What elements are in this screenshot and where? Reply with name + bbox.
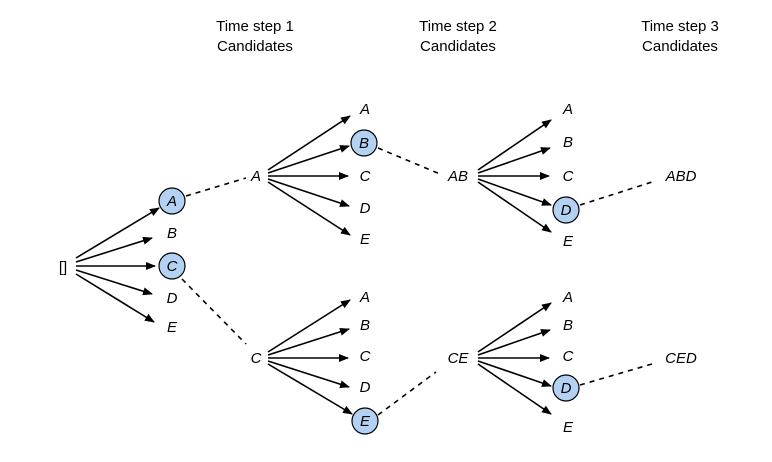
root-label: [] bbox=[59, 259, 67, 276]
step1-candidate-C: C bbox=[167, 258, 178, 275]
header-step2-line2: Candidates bbox=[420, 38, 496, 55]
arrow-C-D bbox=[267, 360, 350, 389]
step3-bottom-candidate-D: D bbox=[561, 380, 572, 397]
step1-candidates: A B C D E bbox=[158, 187, 186, 336]
arrow-A-B bbox=[267, 145, 350, 174]
root-arrows bbox=[75, 207, 160, 323]
step2-bottom-candidates: A B C D E bbox=[351, 289, 379, 435]
header-step2: Time step 2 Candidates bbox=[419, 18, 497, 55]
selected-circle bbox=[552, 196, 580, 224]
step2-top-arrows bbox=[267, 115, 351, 236]
dash-C-to-prefix bbox=[181, 278, 247, 345]
step3-bottom-candidate-A: A bbox=[562, 289, 573, 306]
selected-circle bbox=[552, 374, 580, 402]
arrow-root-D bbox=[75, 269, 153, 296]
step3-bottom-candidate-B: B bbox=[563, 317, 573, 334]
step3-top-candidate-D: D bbox=[561, 202, 572, 219]
dash-D-to-result-bottom bbox=[579, 363, 653, 386]
step2-bottom-arrows bbox=[267, 299, 353, 415]
header-step1-line1: Time step 1 bbox=[216, 18, 294, 35]
result-bottom-label: CED bbox=[665, 350, 697, 367]
arrow-CE-A bbox=[477, 302, 552, 353]
step3-top-candidate-C: C bbox=[563, 168, 574, 185]
step2-top-candidates: A B C D E bbox=[350, 101, 378, 248]
arrow-C-E bbox=[267, 363, 353, 415]
header-step1-line2: Candidates bbox=[217, 38, 293, 55]
dash-B-to-prefix bbox=[377, 147, 441, 175]
arrow-CE-D bbox=[477, 360, 552, 387]
arrow-CE-E bbox=[477, 363, 552, 415]
step1-candidate-D: D bbox=[167, 290, 178, 307]
step3-top-candidates: A B C D E bbox=[552, 101, 580, 250]
step2-bottom-candidate-E: E bbox=[360, 413, 371, 430]
arrow-root-E bbox=[75, 273, 155, 323]
selected-circle bbox=[350, 129, 378, 157]
header-step2-line1: Time step 2 bbox=[419, 18, 497, 35]
arrow-root-B bbox=[75, 236, 153, 263]
step3-top-candidate-B: B bbox=[563, 134, 573, 151]
step2-top-candidate-C: C bbox=[360, 168, 371, 185]
step3-top-candidate-E: E bbox=[563, 233, 574, 250]
header-step1: Time step 1 Candidates bbox=[216, 18, 294, 55]
step2-bottom-candidate-B: B bbox=[360, 317, 370, 334]
selected-circle bbox=[351, 407, 379, 435]
step2-bottom-candidate-D: D bbox=[360, 379, 371, 396]
result-top-label: ABD bbox=[665, 168, 697, 185]
step2-bottom-candidate-C: C bbox=[360, 348, 371, 365]
arrow-root-A bbox=[75, 207, 160, 259]
prefix-top-label: A bbox=[250, 168, 261, 185]
prefix2-top-label: AB bbox=[447, 168, 468, 185]
step2-top-candidate-D: D bbox=[360, 200, 371, 217]
step1-candidate-B: B bbox=[167, 225, 177, 242]
arrow-AB-D bbox=[477, 178, 552, 206]
arrow-AB-E bbox=[477, 181, 552, 233]
prefix-bottom-label: C bbox=[251, 350, 262, 367]
arrow-A-D bbox=[267, 178, 350, 207]
step3-bottom-arrows bbox=[477, 302, 552, 415]
dash-E-to-prefix bbox=[377, 371, 437, 416]
step1-candidate-A: A bbox=[166, 193, 177, 210]
header-step3: Time step 3 Candidates bbox=[641, 18, 719, 55]
step2-top-candidate-B: B bbox=[359, 135, 369, 152]
header-step3-line1: Time step 3 bbox=[641, 18, 719, 35]
prefix2-bottom-label: CE bbox=[448, 350, 470, 367]
step3-bottom-candidate-E: E bbox=[563, 419, 574, 436]
step3-bottom-candidate-C: C bbox=[563, 348, 574, 365]
arrow-C-B bbox=[267, 327, 350, 356]
arrow-CE-B bbox=[477, 329, 551, 356]
step3-bottom-candidates: A B C D E bbox=[552, 289, 580, 436]
dash-A-to-prefix bbox=[185, 177, 247, 197]
arrow-AB-B bbox=[477, 147, 551, 174]
step1-candidate-E: E bbox=[167, 319, 178, 336]
dash-D-to-result-top bbox=[579, 181, 653, 206]
header-step3-line2: Candidates bbox=[642, 38, 718, 55]
arrow-AB-A bbox=[477, 119, 552, 171]
selected-circle bbox=[158, 187, 186, 215]
selected-circle bbox=[158, 252, 186, 280]
arrow-A-A bbox=[267, 115, 351, 171]
step2-top-candidate-A: A bbox=[359, 101, 370, 118]
step2-top-candidate-E: E bbox=[360, 231, 371, 248]
arrow-A-E bbox=[267, 181, 351, 236]
arrow-C-A bbox=[267, 299, 351, 353]
step2-bottom-candidate-A: A bbox=[359, 289, 370, 306]
step3-top-arrows bbox=[477, 119, 552, 233]
step3-top-candidate-A: A bbox=[562, 101, 573, 118]
